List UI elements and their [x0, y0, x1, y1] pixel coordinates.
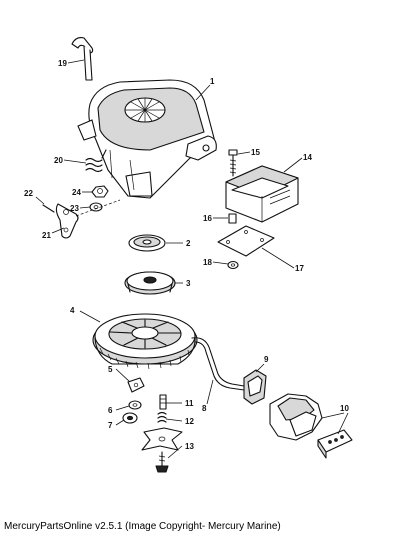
callout-14: 14 — [283, 153, 312, 173]
part-16-spacer[interactable] — [228, 213, 237, 224]
callout-18: 18 — [203, 258, 229, 267]
part-7-retainer[interactable] — [122, 412, 138, 424]
callout-10: 10 — [321, 404, 349, 435]
callout-22: 22 — [24, 189, 45, 205]
part-11-pin[interactable] — [159, 394, 167, 410]
svg-text:16: 16 — [203, 214, 212, 223]
exploded-parts-diagram: 1 2 3 4 5 6 7 8 9 10 11 12 — [24, 37, 353, 473]
svg-text:8: 8 — [202, 404, 207, 413]
svg-text:1: 1 — [210, 77, 215, 86]
callout-19: 19 — [58, 59, 85, 68]
part-13-pawl-plate-screw[interactable] — [141, 427, 183, 473]
copyright-footer: MercuryPartsOnline v2.5.1 (Image Copyrig… — [4, 521, 281, 532]
svg-text:6: 6 — [108, 406, 113, 415]
svg-text:22: 22 — [24, 189, 33, 198]
part-4-rewind-pulley[interactable] — [92, 313, 198, 370]
callout-7: 7 — [108, 419, 125, 430]
svg-text:23: 23 — [70, 204, 79, 213]
callout-16: 16 — [203, 214, 228, 223]
part-20-spring[interactable] — [85, 149, 107, 173]
callout-5: 5 — [108, 365, 131, 383]
callout-11: 11 — [166, 399, 194, 408]
callout-20: 20 — [54, 156, 87, 165]
part-9-rope-guide[interactable] — [243, 369, 267, 405]
svg-text:21: 21 — [42, 231, 51, 240]
svg-text:13: 13 — [185, 442, 194, 451]
svg-text:15: 15 — [251, 148, 260, 157]
callout-4: 4 — [70, 306, 101, 323]
svg-text:7: 7 — [108, 421, 113, 430]
part-14-cover[interactable] — [225, 165, 299, 223]
part-18-washer[interactable] — [227, 260, 239, 270]
callout-3: 3 — [175, 279, 191, 288]
callout-12: 12 — [165, 417, 194, 426]
svg-text:2: 2 — [186, 239, 191, 248]
svg-text:12: 12 — [185, 417, 194, 426]
part-6-washer[interactable] — [128, 400, 142, 410]
part-5-spring[interactable] — [127, 377, 145, 393]
callout-24: 24 — [72, 188, 92, 197]
callout-15: 15 — [237, 148, 260, 157]
part-21-link-arm[interactable] — [55, 199, 121, 239]
svg-text:24: 24 — [72, 188, 81, 197]
callout-23: 23 — [70, 204, 91, 213]
callout-8: 8 — [202, 379, 214, 413]
svg-text:4: 4 — [70, 306, 75, 315]
svg-text:20: 20 — [54, 156, 63, 165]
part-10-handle[interactable] — [269, 393, 353, 459]
callout-6: 6 — [108, 405, 130, 415]
callout-17: 17 — [261, 247, 304, 273]
svg-text:14: 14 — [303, 153, 312, 162]
svg-text:3: 3 — [186, 279, 191, 288]
part-3-pulley-hub[interactable] — [124, 271, 176, 295]
part-19-lever[interactable] — [71, 37, 94, 81]
part-12-spring[interactable] — [157, 411, 167, 423]
callout-21: 21 — [42, 227, 65, 240]
svg-text:17: 17 — [295, 264, 304, 273]
part-22-pin[interactable] — [42, 204, 55, 213]
svg-text:19: 19 — [58, 59, 67, 68]
svg-text:10: 10 — [340, 404, 349, 413]
part-17-gasket[interactable] — [217, 225, 275, 257]
part-15-screw[interactable] — [228, 149, 238, 177]
part-1-starter-housing[interactable] — [77, 79, 217, 199]
svg-text:18: 18 — [203, 258, 212, 267]
svg-text:5: 5 — [108, 365, 113, 374]
callout-1: 1 — [195, 77, 215, 101]
callout-2: 2 — [166, 239, 191, 248]
part-24-nut[interactable] — [91, 185, 109, 198]
svg-text:11: 11 — [185, 399, 194, 408]
svg-text:9: 9 — [264, 355, 269, 364]
part-2-spring-cup[interactable] — [128, 234, 166, 252]
part-8-rope[interactable] — [191, 337, 245, 391]
callout-13: 13 — [167, 442, 194, 459]
callout-9: 9 — [255, 355, 269, 373]
